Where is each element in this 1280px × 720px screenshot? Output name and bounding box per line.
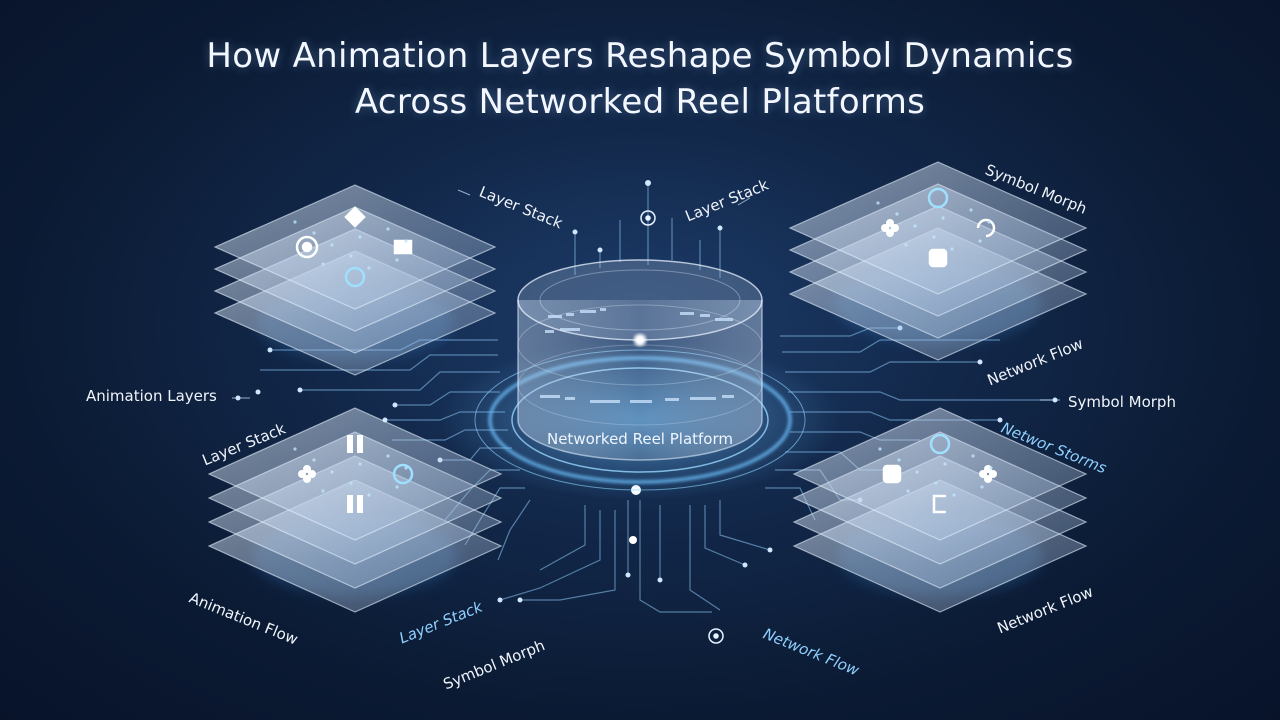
bracket-icon	[932, 494, 946, 514]
glass-panel	[788, 161, 1088, 295]
glass-panel	[792, 407, 1088, 541]
ring-icon	[927, 187, 949, 209]
hub-label: Networked Reel Platform	[547, 430, 733, 448]
pause-icon	[347, 495, 363, 513]
label-connectors	[232, 189, 1060, 401]
page-title-line1: How Animation Layers Reshape Symbol Dyna…	[206, 36, 1074, 76]
chip-icon	[882, 464, 902, 484]
stack-top-right	[788, 161, 1088, 361]
glass-panel	[213, 184, 497, 310]
ring-icon	[929, 433, 951, 455]
target-node	[640, 210, 724, 644]
stack-bottom-right	[792, 407, 1088, 613]
label-symbol-morph-right: Symbol Morph	[1068, 393, 1176, 411]
glass-panel	[207, 407, 503, 541]
stack-bottom-left	[207, 407, 503, 613]
flower-icon	[298, 465, 316, 483]
spiral-icon	[976, 218, 996, 238]
ring-icon	[344, 266, 366, 288]
label-animation-layers: Animation Layers	[86, 387, 217, 405]
stack-top-left	[213, 184, 497, 376]
pause-icon	[347, 435, 363, 453]
diamond-icon	[344, 206, 366, 228]
ring-icon	[392, 463, 414, 485]
square-icon	[393, 239, 413, 255]
hub: Networked Reel Platform	[440, 259, 840, 500]
chip-icon	[928, 248, 948, 268]
target-icon	[295, 235, 319, 259]
flower-icon	[881, 219, 899, 237]
panel-stacks	[207, 161, 1088, 613]
page-title-line2: Across Networked Reel Platforms	[354, 82, 926, 122]
